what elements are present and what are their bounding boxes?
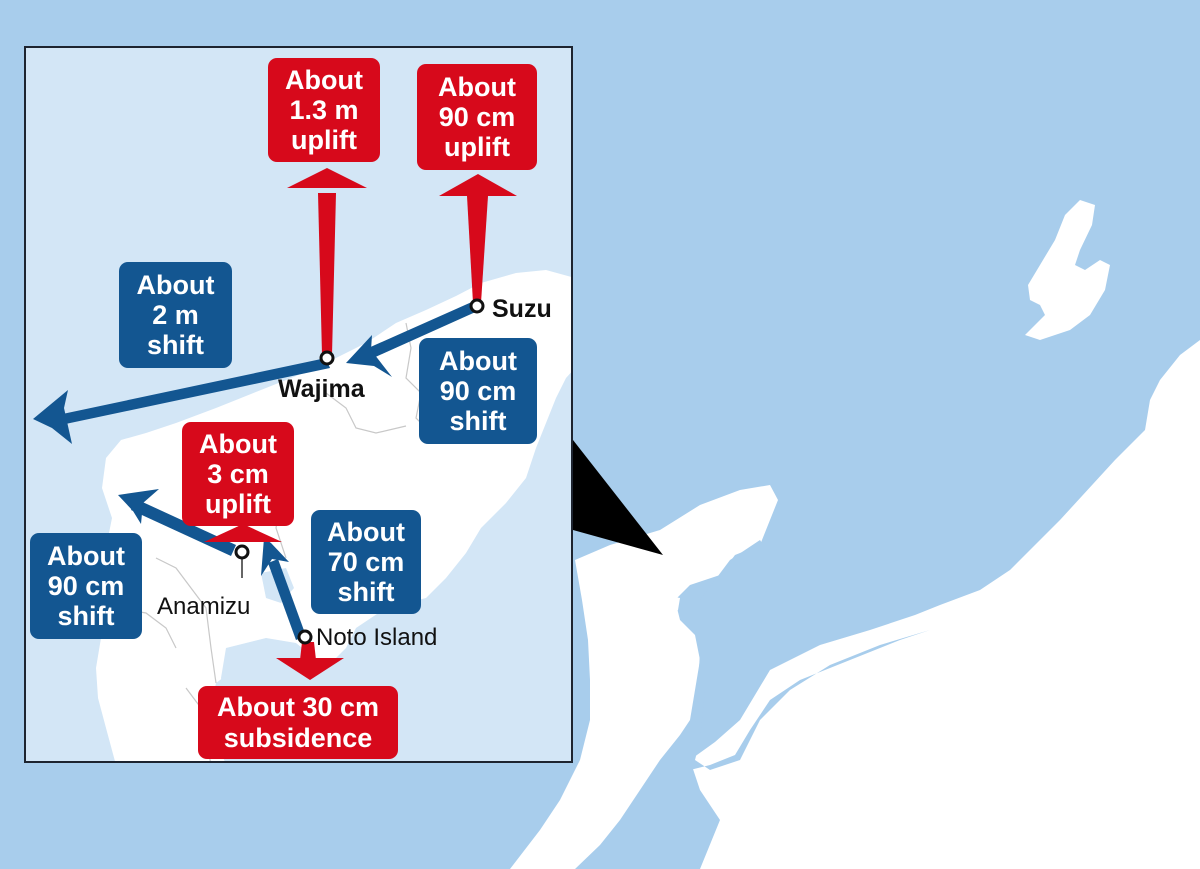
subsidence-arrow-noto-island xyxy=(276,642,344,680)
shift-label-noto-island: About 70 cm shift xyxy=(311,510,421,614)
small-island xyxy=(660,595,680,620)
inset-pointer xyxy=(573,440,663,555)
marker-suzu xyxy=(469,298,485,314)
shift-label-anamizu: About 90 cm shift xyxy=(30,533,142,639)
place-anamizu: Anamizu xyxy=(157,593,251,620)
marker-noto-island xyxy=(297,629,313,645)
uplift-label-suzu: About 90 cm uplift xyxy=(417,64,537,170)
place-suzu: Suzu xyxy=(492,295,552,323)
sado-island xyxy=(1025,200,1110,340)
uplift-arrow-wajima xyxy=(287,168,367,355)
shift-arrow-wajima xyxy=(33,358,330,444)
shift-arrow-noto-island xyxy=(261,538,306,640)
inset-map: Suzu Wajima Anamizu Noto Island About 1.… xyxy=(24,46,573,763)
uplift-label-anamizu: About 3 cm uplift xyxy=(182,422,294,526)
toyama-bay-sea xyxy=(680,540,930,770)
subsidence-label-noto-island: About 30 cm subsidence xyxy=(198,686,398,759)
shift-label-suzu: About 90 cm shift xyxy=(419,338,537,444)
marker-wajima xyxy=(319,350,335,366)
marker-anamizu xyxy=(234,544,250,560)
uplift-label-wajima: About 1.3 m uplift xyxy=(268,58,380,162)
uplift-arrow-anamizu xyxy=(204,524,282,542)
shift-arrow-suzu xyxy=(346,301,480,377)
noto-peninsula-land xyxy=(510,485,778,869)
shift-label-wajima: About 2 m shift xyxy=(119,262,232,368)
mainland-coast xyxy=(690,340,1200,869)
place-noto-island: Noto Island xyxy=(316,624,438,651)
uplift-arrow-suzu xyxy=(439,174,517,303)
place-wajima: Wajima xyxy=(278,375,365,403)
